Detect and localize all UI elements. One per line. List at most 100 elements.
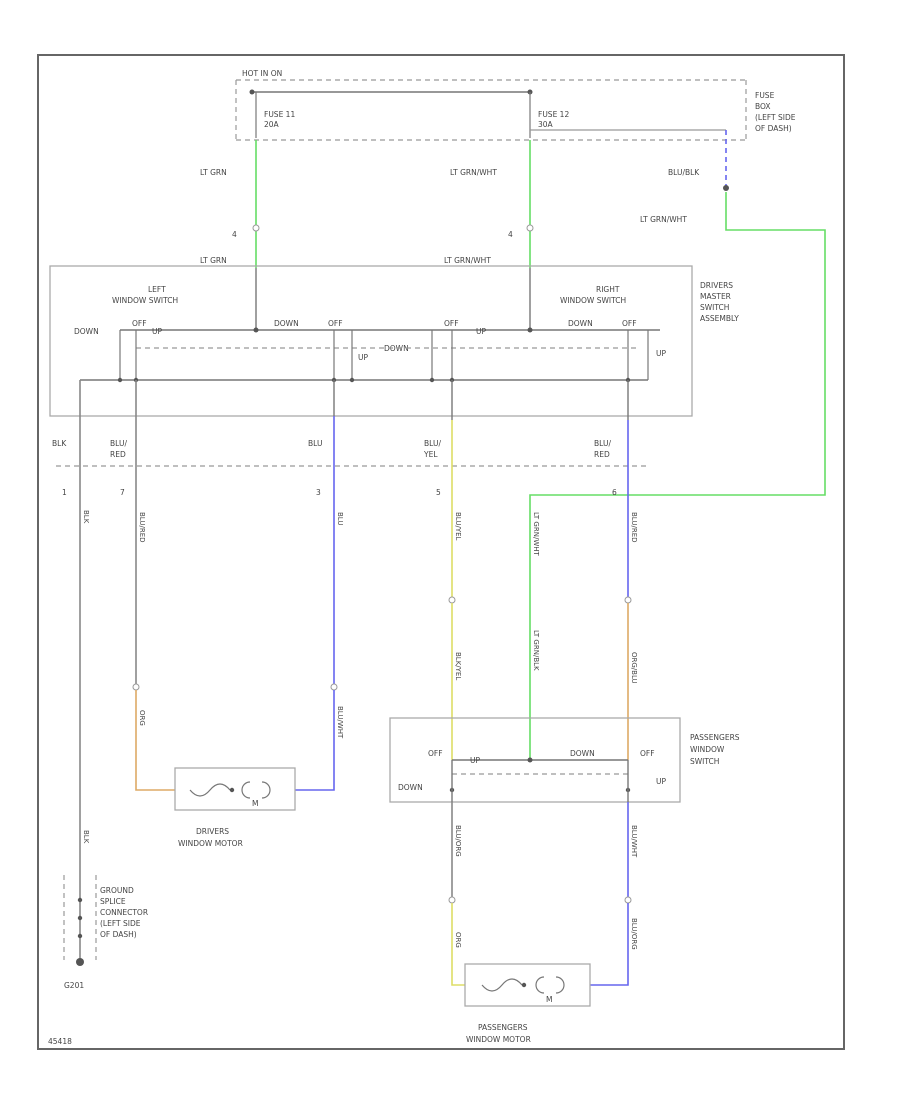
driver-motor-m: M	[252, 799, 258, 808]
label-blu-blk: BLU/BLK	[668, 168, 700, 177]
fuse11-name: FUSE 11	[264, 110, 295, 119]
off-left: OFF	[132, 319, 147, 328]
v-label-org-blu: ORG/BLU	[630, 652, 638, 684]
connector-pass-motor-b	[624, 896, 632, 904]
fuse12-rating: 30A	[538, 120, 554, 129]
right-switch-label-1: RIGHT	[596, 285, 620, 294]
wire-blu-wht-left	[295, 690, 335, 791]
v-label-blu-red-r: BLU/RED	[630, 512, 638, 543]
label-lt-grn-wht-lower: LT GRN/WHT	[444, 256, 491, 265]
up-mid: UP	[358, 353, 368, 362]
driver-motor-icon	[241, 781, 271, 799]
down-left: DOWN	[74, 327, 99, 336]
ground-splice-node-3	[77, 933, 83, 939]
pass-off-r: OFF	[640, 749, 655, 758]
v-label-org2: ORG	[454, 932, 462, 948]
connector-left-motor-a	[132, 683, 140, 691]
down-mid2: DOWN	[384, 344, 409, 353]
v-label-blu-wht2: BLU/WHT	[630, 825, 638, 858]
down-mid: DOWN	[274, 319, 299, 328]
ms-node-e	[429, 377, 435, 383]
pass-motor-winding	[481, 978, 523, 992]
wire-org-left	[135, 690, 175, 791]
passenger-switch-box	[389, 717, 681, 803]
pin4-mid: 4	[508, 230, 513, 239]
ground-g201: G201	[64, 981, 84, 990]
master-switch-box	[49, 265, 693, 417]
v-label-blu3: BLU/ORG	[630, 918, 638, 950]
pass-down-l: DOWN	[398, 783, 423, 792]
fuse-box-label-2: BOX	[755, 102, 771, 111]
up-left: UP	[152, 327, 162, 336]
connector-pass-b	[624, 596, 632, 604]
driver-motor-label-2: WINDOW MOTOR	[178, 839, 243, 848]
off-mid: OFF	[328, 319, 343, 328]
v-label-blk: BLK	[82, 510, 90, 524]
ms-node-a	[117, 377, 123, 383]
diagram-frame	[37, 54, 845, 1050]
splice-label-4: (LEFT SIDE	[100, 919, 141, 928]
right-switch-label-2: WINDOW SWITCH	[560, 296, 626, 305]
label-lt-grn-wht-right: LT GRN/WHT	[640, 215, 687, 224]
label-blu-yel-1: BLU/	[424, 439, 441, 448]
label-blu-red-left-2: RED	[110, 450, 126, 459]
v-label-lt-grn-wht: LT GRN/WHT	[532, 512, 540, 557]
connector-pass-motor-a	[448, 896, 456, 904]
fuse12-name: FUSE 12	[538, 110, 569, 119]
connector-c2	[526, 224, 534, 232]
passenger-motor-box	[464, 963, 591, 1007]
fuse11-rating: 20A	[264, 120, 280, 129]
pass-motor-node	[521, 982, 527, 988]
splice-label-5: OF DASH)	[100, 930, 137, 939]
footer-code: 45418	[48, 1037, 72, 1046]
fuse-box-label-1: FUSE	[755, 91, 775, 100]
pass-motor-label-1: PASSENGERS	[478, 1023, 528, 1032]
wire-org2	[451, 903, 465, 986]
label-blu-yel-2: YEL	[423, 450, 438, 459]
connector-pass-a	[448, 596, 456, 604]
wire-lt-grn-wht-right	[529, 192, 826, 760]
label-lt-grn-wht-upper: LT GRN/WHT	[450, 168, 497, 177]
off-r2: OFF	[622, 319, 637, 328]
master-node-1	[253, 327, 259, 333]
pass-off-l: OFF	[428, 749, 443, 758]
fuse-box-label-3: (LEFT SIDE	[755, 113, 796, 122]
pin6: 6	[612, 488, 617, 497]
fuse-box-label-4: OF DASH)	[755, 124, 792, 133]
ground-splice-node-1	[77, 897, 83, 903]
pin3: 3	[316, 488, 321, 497]
pass-motor-icon	[535, 976, 565, 994]
v-label-lt-grn: LT GRN/BLK	[532, 630, 540, 671]
pin7: 7	[120, 488, 125, 497]
v-label-blu-yel: BLU/YEL	[454, 512, 462, 541]
blu-blk-node	[723, 185, 729, 191]
pin4-left: 4	[232, 230, 237, 239]
driver-motor-label-1: DRIVERS	[196, 827, 229, 836]
pass-motor-label-2: WINDOW MOTOR	[466, 1035, 531, 1044]
label-blu-mid: BLU	[308, 439, 322, 448]
wire-blu3	[590, 903, 629, 986]
v-label-blu: BLU	[336, 512, 344, 525]
pin1: 1	[62, 488, 67, 497]
v-label-blu2: BLU/WHT	[336, 706, 344, 739]
label-lt-grn-lower: LT GRN	[200, 256, 227, 265]
v-label-blu-red: BLU/RED	[138, 512, 146, 543]
v-label-blk-yel: BLK/YEL	[454, 652, 462, 680]
hot-bus-node-left	[249, 89, 255, 95]
label-blu-red-right-1: BLU/	[594, 439, 611, 448]
ground-splice-node-2	[77, 915, 83, 921]
master-node-2	[527, 327, 533, 333]
left-switch-label-1: LEFT	[148, 285, 166, 294]
assembly-label-3: SWITCH	[700, 303, 729, 312]
v-label-blk2: BLK	[82, 830, 90, 844]
pass-switch-label-2: WINDOW	[690, 745, 725, 754]
splice-label-2: SPLICE	[100, 897, 126, 906]
pass-motor-m: M	[546, 995, 552, 1004]
assembly-label-2: MASTER	[700, 292, 731, 301]
up-r2: UP	[656, 349, 666, 358]
label-lt-grn-upper: LT GRN	[200, 168, 227, 177]
driver-motor-node	[229, 787, 235, 793]
label-blu-red-right-2: RED	[594, 450, 610, 459]
pass-feed-node	[527, 757, 533, 763]
label-blk: BLK	[52, 439, 67, 448]
